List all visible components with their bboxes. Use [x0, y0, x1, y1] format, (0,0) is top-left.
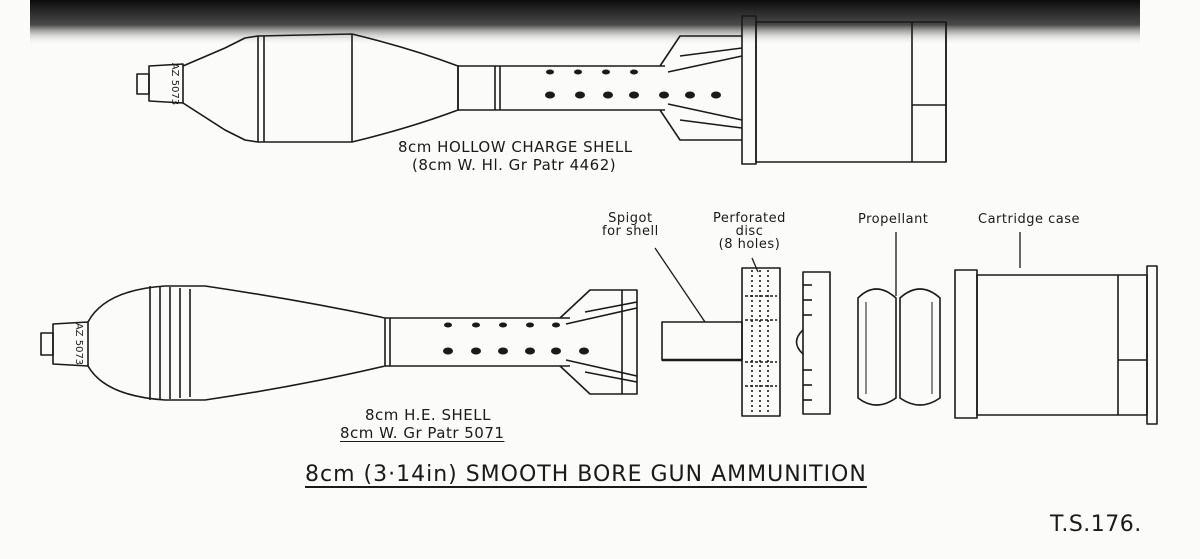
hollow-charge-nose	[182, 35, 259, 143]
perforated-disc	[741, 267, 781, 417]
spigot	[661, 321, 743, 362]
hollow-charge-fuze-marking: AZ 5073	[169, 63, 180, 105]
propellant-disc	[795, 271, 831, 415]
he-shell	[40, 285, 638, 401]
cartridge-case	[954, 265, 1158, 425]
disc-leader	[751, 257, 759, 273]
scan-shadow	[30, 0, 1140, 45]
reference-number: T.S.176.	[1050, 512, 1142, 537]
he-shell-designation: 8cm W. Gr Patr 5071	[340, 424, 505, 442]
hollow-charge-cartridge-case	[741, 15, 947, 165]
hollow-charge-shell	[136, 15, 947, 165]
propellant-label: Propellant	[858, 212, 929, 227]
he-holes	[443, 322, 589, 355]
hollow-charge-holes	[545, 69, 721, 99]
hollow-charge-body	[257, 33, 459, 143]
perforated-disc-label: Perforated disc (8 holes)	[713, 211, 786, 252]
he-fins	[559, 289, 638, 395]
hollow-charge-shell-name: 8cm HOLLOW CHARGE SHELL	[398, 138, 633, 156]
hollow-charge-tail-boom	[458, 65, 665, 111]
spigot-label: Spigot for shell	[602, 211, 659, 239]
propellant-bags	[857, 288, 941, 406]
spigot-leader	[654, 247, 706, 323]
hollow-charge-fins	[659, 35, 743, 141]
he-fuze-marking: AZ 5073	[73, 323, 84, 365]
hollow-charge-shell-designation: (8cm W. Hl. Gr Patr 4462)	[412, 156, 617, 174]
cartridge-case-label: Cartridge case	[978, 212, 1080, 227]
he-body	[87, 285, 386, 401]
diagram-title: 8cm (3·14in) SMOOTH BORE GUN AMMUNITION	[305, 462, 867, 487]
he-shell-name: 8cm H.E. SHELL	[365, 406, 491, 424]
he-tail-boom	[385, 317, 570, 367]
